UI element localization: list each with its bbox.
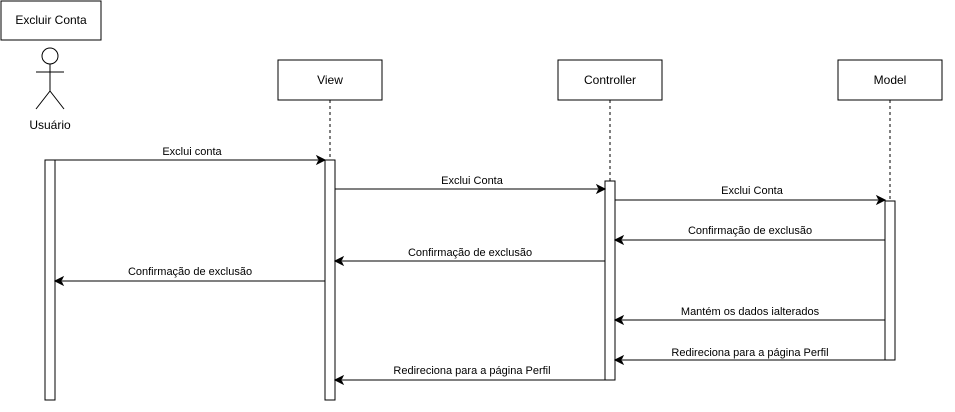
participant-model: Model — [837, 59, 943, 101]
message-label: Mantém os dados ialterados — [681, 306, 820, 318]
actor-icon — [35, 47, 65, 110]
message-exclui-conta-view-controller: Exclui Conta — [335, 175, 607, 195]
message-label: Exclui Conta — [441, 175, 504, 187]
message-label: Exclui Conta — [721, 185, 784, 197]
message-label: Exclui conta — [162, 146, 222, 158]
participant-label: Controller — [584, 73, 636, 87]
message-mantem-dados-model-controller: Mantém os dados ialterados — [613, 306, 885, 326]
message-redireciona-model-controller: Redireciona para a página Perfil — [613, 347, 885, 366]
activation-model — [884, 200, 896, 361]
message-confirmacao-controller-view: Confirmação de exclusão — [333, 247, 605, 267]
message-label: Redireciona para a página Perfil — [393, 365, 550, 377]
message-redireciona-controller-view: Redireciona para a página Perfil — [333, 365, 605, 386]
participant-label: View — [317, 73, 343, 87]
message-exclui-conta-usuario-view: Exclui conta — [55, 146, 327, 166]
frame-title-box: Excluir Conta — [0, 0, 102, 41]
participant-label: Model — [874, 73, 907, 87]
message-confirmacao-view-usuario: Confirmação de exclusão — [53, 266, 325, 287]
actor-label: Usuário — [29, 118, 71, 132]
activation-usuario — [44, 159, 56, 401]
message-label: Redireciona para a página Perfil — [671, 347, 828, 359]
message-label: Confirmação de exclusão — [408, 247, 532, 259]
activation-controller — [604, 180, 616, 381]
participant-view: View — [277, 59, 383, 101]
activation-view — [324, 159, 336, 401]
actor-usuario: Usuário — [29, 47, 71, 132]
frame-title: Excluir Conta — [15, 13, 87, 27]
participant-controller: Controller — [557, 59, 663, 101]
message-confirmacao-model-controller: Confirmação de exclusão — [613, 225, 885, 246]
message-label: Confirmação de exclusão — [688, 225, 812, 237]
message-exclui-conta-controller-model: Exclui Conta — [615, 185, 887, 206]
message-label: Confirmação de exclusão — [128, 266, 252, 278]
